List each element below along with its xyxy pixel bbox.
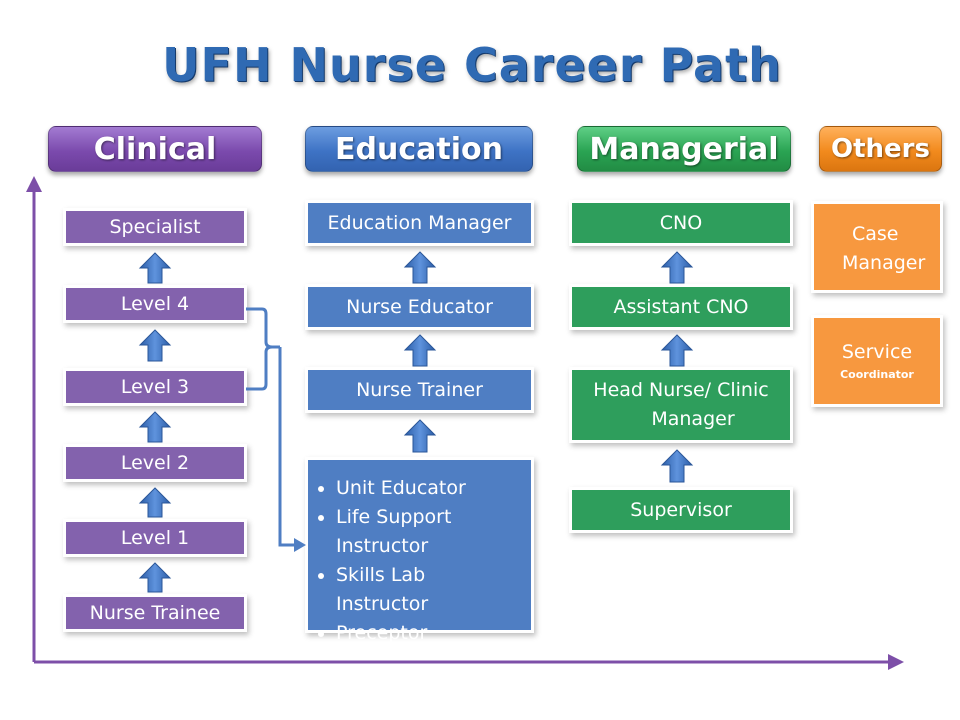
managerial-header: Managerial bbox=[577, 126, 791, 172]
others-header: Others bbox=[819, 126, 942, 172]
up-arrow-icon bbox=[660, 334, 694, 367]
managerial-up-arrows bbox=[660, 251, 694, 483]
case-manager-box: Case Manager bbox=[814, 204, 940, 290]
head-nurse-box: Head Nurse/ Clinic Manager bbox=[572, 370, 790, 440]
service-coordinator-box: Service Coordinator bbox=[814, 318, 940, 404]
up-arrow-icon bbox=[138, 329, 172, 362]
up-arrow-icon bbox=[660, 449, 694, 483]
clinical-level2-box: Level 2 bbox=[66, 447, 244, 479]
nurse-educator-box: Nurse Educator bbox=[308, 287, 531, 327]
clinical-level3-box: Level 3 bbox=[66, 371, 244, 403]
vertical-axis-arrowhead bbox=[26, 176, 42, 192]
up-arrow-icon bbox=[138, 252, 172, 284]
clinical-trainee-box: Nurse Trainee bbox=[66, 597, 244, 629]
up-arrow-icon bbox=[403, 334, 437, 367]
up-arrow-icon bbox=[138, 562, 172, 593]
career-axes bbox=[32, 186, 892, 664]
level-bracket-connector bbox=[246, 307, 296, 547]
connector-arrowhead bbox=[294, 538, 306, 552]
clinical-header: Clinical bbox=[48, 126, 262, 172]
up-arrow-icon bbox=[138, 411, 172, 443]
up-arrow-icon bbox=[403, 419, 437, 453]
up-arrow-icon bbox=[403, 251, 437, 284]
service-coordinator-line1: Service bbox=[841, 341, 913, 363]
clinical-up-arrows bbox=[138, 252, 172, 593]
supervisor-box: Supervisor bbox=[572, 490, 790, 530]
clinical-specialist-box: Specialist bbox=[66, 211, 244, 243]
up-arrow-icon bbox=[138, 487, 172, 518]
nurse-trainer-box: Nurse Trainer bbox=[308, 370, 531, 410]
horizontal-axis-arrowhead bbox=[888, 654, 904, 670]
education-roles-box: Unit Educator Life Support Instructor Sk… bbox=[308, 460, 531, 644]
assistant-cno-box: Assistant CNO bbox=[572, 287, 790, 327]
education-header: Education bbox=[305, 126, 533, 172]
up-arrow-icon bbox=[660, 251, 694, 284]
service-coordinator-line2: Coordinator bbox=[840, 368, 914, 381]
head-nurse-line2: Manager bbox=[651, 408, 735, 430]
role-preceptor: Preceptor bbox=[336, 619, 521, 648]
cno-box: CNO bbox=[572, 203, 790, 243]
role-skills-lab-instructor: Skills Lab Instructor bbox=[336, 561, 521, 619]
head-nurse-line1: Head Nurse/ Clinic bbox=[593, 379, 769, 401]
education-manager-box: Education Manager bbox=[308, 203, 531, 243]
education-up-arrows bbox=[403, 251, 437, 453]
role-life-support-instructor: Life Support Instructor bbox=[336, 503, 521, 561]
clinical-level1-box: Level 1 bbox=[66, 522, 244, 554]
page-title: UFH Nurse Career Path bbox=[162, 38, 782, 92]
case-manager-line2: Manager bbox=[842, 252, 926, 274]
case-manager-line1: Case bbox=[852, 223, 899, 245]
clinical-level4-box: Level 4 bbox=[66, 288, 244, 320]
role-unit-educator: Unit Educator bbox=[336, 474, 521, 503]
